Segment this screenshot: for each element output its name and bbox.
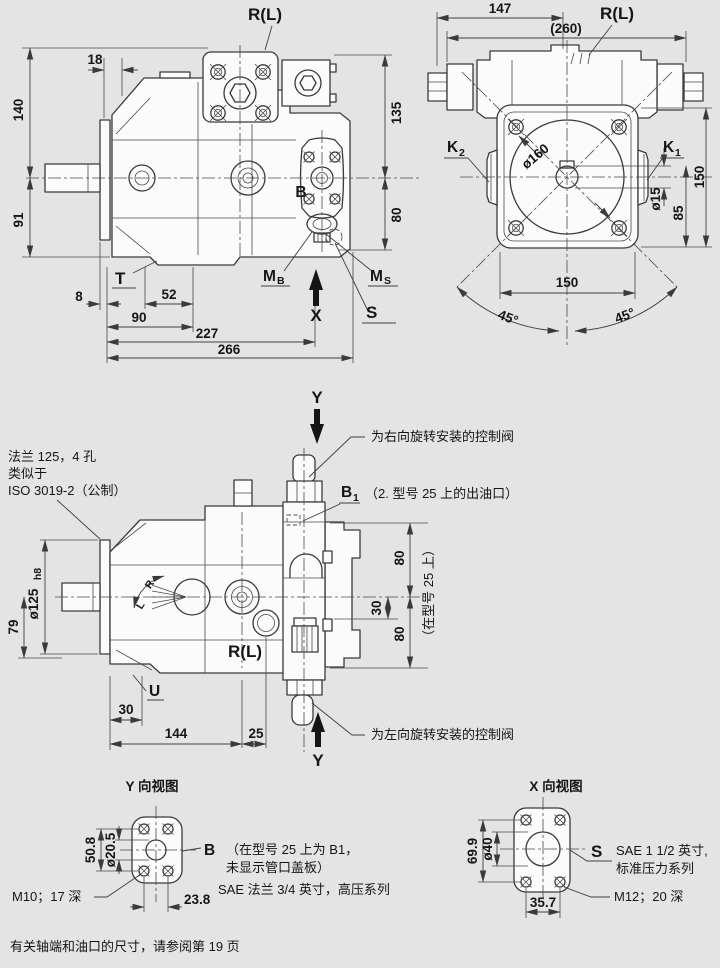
port-label-rl: R(L): [248, 5, 282, 24]
dim-d125-sub: h8: [32, 568, 44, 580]
x-view-title: X 向视图: [529, 778, 582, 794]
port-label-k1-sub: 1: [675, 147, 681, 159]
side-view-body: [26, 45, 420, 266]
mid-view-dimensions: ø125 h8 79 80 30 80 （在型号 25 上） 30 144 25: [6, 522, 436, 750]
port-label-b-yview: B: [204, 842, 215, 859]
dim-80-bottom: 80: [392, 626, 407, 641]
y-direction-arrow-top: [310, 409, 324, 444]
dim-147: 147: [489, 1, 512, 16]
dim-85: 85: [671, 205, 686, 221]
dim-45-right: 45°: [613, 305, 637, 326]
port-label-k1: K: [663, 139, 675, 156]
dim-d125: ø125: [26, 588, 41, 619]
note-sae-flange: SAE 法兰 3/4 英寸，高压系列: [218, 882, 390, 897]
rear-view: 147 (260) 150 ø15 85 150 ø160 45° 45° R(…: [427, 1, 712, 345]
note-sae-line1: SAE 1 1/2 英寸,: [616, 843, 708, 858]
x-view-dimensions: 69.9 ø40 35.7: [465, 819, 561, 918]
dim-91: 91: [11, 212, 26, 228]
dim-35-7: 35.7: [530, 895, 556, 910]
port-label-ms-sub: S: [384, 275, 391, 287]
port-label-b: B: [295, 184, 306, 201]
port-label-b1-sub: 1: [353, 492, 359, 504]
dim-23-8: 23.8: [184, 892, 211, 907]
port-label-ms: M: [370, 268, 383, 285]
dim-90: 90: [131, 310, 146, 325]
callout-cw-valve: 为右向旋转安装的控制阀: [371, 429, 514, 444]
dim-79: 79: [6, 619, 21, 634]
dim-227: 227: [196, 326, 219, 341]
dim-25: 25: [248, 726, 264, 741]
note-b-line2: 未显示管口盖板）: [226, 860, 330, 875]
thread-note-m10: M10；17 深: [12, 889, 81, 905]
dim-80: 80: [389, 207, 404, 222]
x-direction-arrow: [309, 269, 323, 306]
rear-view-labels: R(L) K 2 K 1: [444, 4, 684, 183]
flange-note-line2: 类似于: [8, 466, 47, 481]
port-label-x: X: [310, 306, 322, 325]
port-label-mb: M: [263, 268, 276, 285]
y-view-title: Y 向视图: [125, 778, 178, 794]
dim-69-9: 69.9: [465, 838, 480, 864]
dim-150-right: 150: [692, 166, 707, 189]
port-label-k2-sub: 2: [459, 147, 465, 159]
thread-note-m12: M12；20 深: [614, 889, 683, 905]
dim-50-8: 50.8: [83, 836, 98, 863]
dim-8: 8: [75, 289, 83, 304]
y-view-dimensions: 50.8 ø20.5 23.8: [83, 826, 211, 912]
dim-d20-5: ø20.5: [103, 832, 118, 867]
note-sae-line2: 标准压力系列: [616, 861, 694, 876]
dim-150-bottom: 150: [556, 275, 579, 290]
side-view-labels: R(L) T B M B M S S X: [112, 5, 398, 325]
dim-18: 18: [87, 52, 103, 67]
flange-note-line3: ISO 3019-2（公制）: [8, 483, 127, 498]
port-label-b1: B: [341, 484, 352, 501]
port-label-mb-sub: B: [277, 275, 285, 287]
y-view-labels: M10；17 深 B （在型号 25 上为 B1， 未显示管口盖板） SAE 法…: [12, 842, 390, 905]
x-port-view: X 向视图 69.9 ø40 35.7 S SAE 1 1/2 英寸, 标准压力…: [465, 778, 708, 918]
port-label-rl-mid: R(L): [228, 642, 262, 661]
side-view: 140 91 18 135 80 8 52 90 227 266 R(L) T …: [11, 5, 420, 363]
y-port-view: Y 向视图 50.8 ø20.5 23.8 M10；17 深 B: [12, 778, 390, 912]
footer-note: 有关轴端和油口的尺寸，请参阅第 19 页: [10, 939, 240, 954]
dim-260: (260): [550, 21, 582, 36]
y-direction-arrow-bottom: [311, 712, 325, 747]
dim-30-right: 30: [369, 600, 384, 615]
mid-view: L R: [6, 388, 518, 770]
dim-144: 144: [165, 726, 188, 741]
dim-45-left: 45°: [496, 307, 520, 328]
port-label-rl-rear: R(L): [600, 4, 634, 23]
dim-d40: ø40: [480, 837, 495, 860]
side-view-dimensions: 140 91 18 135 80 8 52 90 227 266: [11, 47, 404, 363]
rear-view-dimensions: 147 (260) 150 ø15 85 150 ø160 45° 45°: [436, 1, 712, 334]
arrow-label-y-top: Y: [311, 388, 323, 407]
dim-52: 52: [161, 287, 176, 302]
port-label-t: T: [115, 269, 126, 288]
mid-view-body: L R: [55, 448, 430, 752]
dim-266: 266: [218, 342, 241, 357]
rear-view-body: [427, 40, 712, 345]
dim-80-top: 80: [392, 550, 407, 565]
dim-135: 135: [389, 101, 404, 124]
callout-ccw-valve: 为左向旋转安装的控制阀: [371, 727, 514, 742]
dim-d15: ø15: [648, 187, 663, 211]
dim-30: 30: [118, 702, 133, 717]
port-label-u: U: [149, 683, 160, 700]
port-label-k2: K: [447, 139, 459, 156]
flange-note-line1: 法兰 125，4 孔: [8, 449, 96, 464]
arrow-label-y-bottom: Y: [312, 751, 324, 770]
note-b-line1: （在型号 25 上为 B1，: [226, 842, 358, 857]
mid-view-labels: Y Y 为右向旋转安装的控制阀 为左向旋转安装的控制阀 B 1 （2. 型号 2…: [8, 388, 518, 770]
note-on-type-25: （在型号 25 上）: [421, 543, 436, 643]
port-label-s-xview: S: [591, 842, 602, 861]
port-label-s: S: [366, 303, 377, 322]
dim-140: 140: [11, 99, 26, 122]
x-view-labels: S SAE 1 1/2 英寸, 标准压力系列 M12；20 深: [563, 842, 708, 905]
note-b1-port: （2. 型号 25 上的出油口）: [365, 486, 518, 501]
